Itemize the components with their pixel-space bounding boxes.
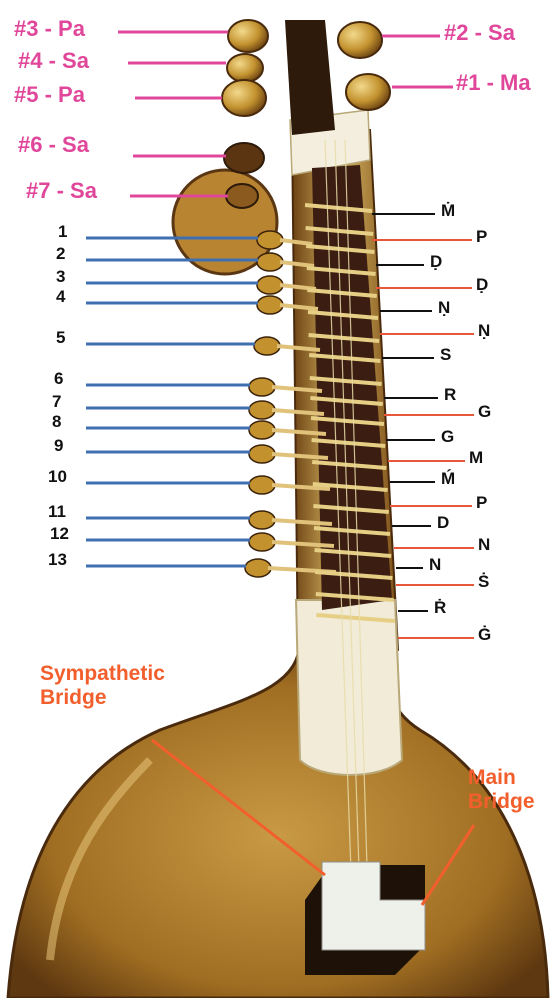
fret-note-label: Ḿ (441, 470, 455, 487)
peg-1 (346, 74, 390, 110)
pink-leaders (118, 32, 453, 196)
sympathetic-peg-12 (249, 533, 275, 551)
fret-note-label: Ṡ (478, 573, 489, 590)
sympathetic-peg-5 (254, 337, 280, 355)
peg-number-label: 3 (56, 268, 65, 285)
fret-note-label: D (437, 514, 449, 531)
fret-note-label: Ṇ (438, 299, 450, 316)
main-bridge-label: Main Bridge (468, 766, 535, 814)
sympathetic-bridge-label: Sympathetic Bridge (40, 662, 165, 710)
fret-note-label: Ṁ (441, 202, 455, 219)
peg-label-1: #1 - Ma (456, 72, 531, 94)
peg-2 (338, 22, 382, 58)
fret-note-label: M (469, 449, 483, 466)
peg-6 (224, 143, 264, 173)
fret-note-label: R (444, 386, 456, 403)
pegbox (285, 20, 335, 135)
fret-note-label: P (476, 228, 487, 245)
sympathetic-bridge-label-line2: Bridge (40, 686, 165, 710)
peg-number-label: 2 (56, 245, 65, 262)
peg-number-label: 8 (52, 413, 61, 430)
peg-number-label: 7 (52, 393, 61, 410)
fret-note-label: Ṙ (434, 599, 446, 616)
fret-note-label: G (478, 403, 491, 420)
peg-7 (226, 184, 258, 208)
sympathetic-peg-3 (257, 276, 283, 294)
peg-number-label: 10 (48, 468, 67, 485)
peg-label-7: #7 - Sa (26, 180, 97, 202)
sympathetic-peg-1 (257, 231, 283, 249)
peg-number-label: 12 (50, 525, 69, 542)
peg-3 (228, 20, 268, 52)
sympathetic-peg-8 (249, 421, 275, 439)
sympathetic-bridge-shape (305, 862, 425, 975)
sympathetic-peg-11 (249, 511, 275, 529)
fret-note-label: Ġ (478, 626, 491, 643)
peg-label-3: #3 - Pa (14, 18, 85, 40)
sympathetic-peg-9 (249, 445, 275, 463)
sympathetic-peg-4 (257, 296, 283, 314)
peg-number-label: 6 (54, 370, 63, 387)
sympathetic-peg-13 (245, 559, 271, 577)
peg-number-label: 5 (56, 329, 65, 346)
blue-leaders (86, 238, 258, 566)
sympathetic-peg-2 (257, 253, 283, 271)
fret-note-label: N (478, 536, 490, 553)
fret-note-label: Ḍ (476, 276, 488, 293)
bone-plate (296, 600, 402, 775)
peg-number-label: 13 (48, 551, 67, 568)
fret-note-label: S (440, 346, 451, 363)
fret-note-label: N (429, 556, 441, 573)
peg-5 (222, 80, 266, 116)
peg-label-6: #6 - Sa (18, 134, 89, 156)
fret-note-label: P (476, 494, 487, 511)
peg-number-label: 1 (58, 223, 67, 240)
main-bridge-label-line2: Bridge (468, 790, 535, 814)
fret-note-label: G (441, 428, 454, 445)
peg-label-4: #4 - Sa (18, 50, 89, 72)
fret-note-label: Ḍ (430, 253, 442, 270)
peg-number-label: 4 (56, 288, 65, 305)
fret-note-label: Ṇ (478, 322, 490, 339)
sympathetic-peg-6 (249, 378, 275, 396)
sympathetic-bridge-label-line1: Sympathetic (40, 662, 165, 686)
peg-label-2: #2 - Sa (444, 22, 515, 44)
peg-number-label: 11 (48, 503, 66, 520)
peg-4 (227, 54, 263, 82)
sympathetic-peg-7 (249, 401, 275, 419)
peg-number-label: 9 (54, 437, 63, 454)
main-bridge-label-line1: Main (468, 766, 535, 790)
sympathetic-peg-10 (249, 476, 275, 494)
peg-label-5: #5 - Pa (14, 84, 85, 106)
